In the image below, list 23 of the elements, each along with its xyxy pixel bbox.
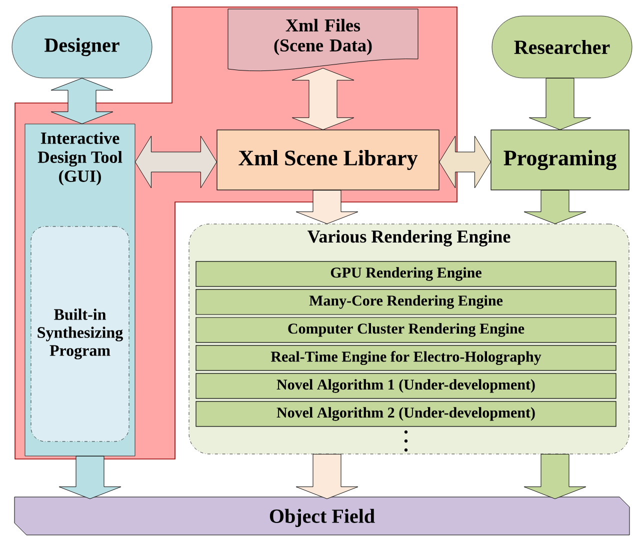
program-box: Built-in Synthesizing Program [30,226,130,442]
block-arrow [528,78,592,130]
engine-bar: GPU Rendering Engine [196,261,616,287]
block-arrow [296,190,358,224]
output-band: Object Field [14,496,630,536]
block-arrow [50,78,114,124]
engine-bar: Many-Core Rendering Engine [196,289,616,315]
process-box: Xml Scene Library [216,130,440,190]
block-arrow [439,136,491,188]
engine-bar: Real-Time Engine for Electro-Holography [196,345,616,371]
engine-bar: Computer Cluster Rendering Engine [196,317,616,343]
block-arrow [292,68,354,130]
block-arrow [58,456,122,500]
block-arrow [134,136,217,188]
engine-bar: Novel Algorithm 1 (Under-development) [196,373,616,399]
document-box: Xml Files (Scene Data) [228,8,418,72]
process-box: Programing [490,130,630,190]
engine-bar: Novel Algorithm 2 (Under-development) [196,401,616,427]
actor-box: Designer [12,16,152,78]
block-arrow [524,190,586,224]
block-arrow [296,454,358,500]
block-arrow [524,454,586,500]
actor-box: Researcher [492,16,632,78]
